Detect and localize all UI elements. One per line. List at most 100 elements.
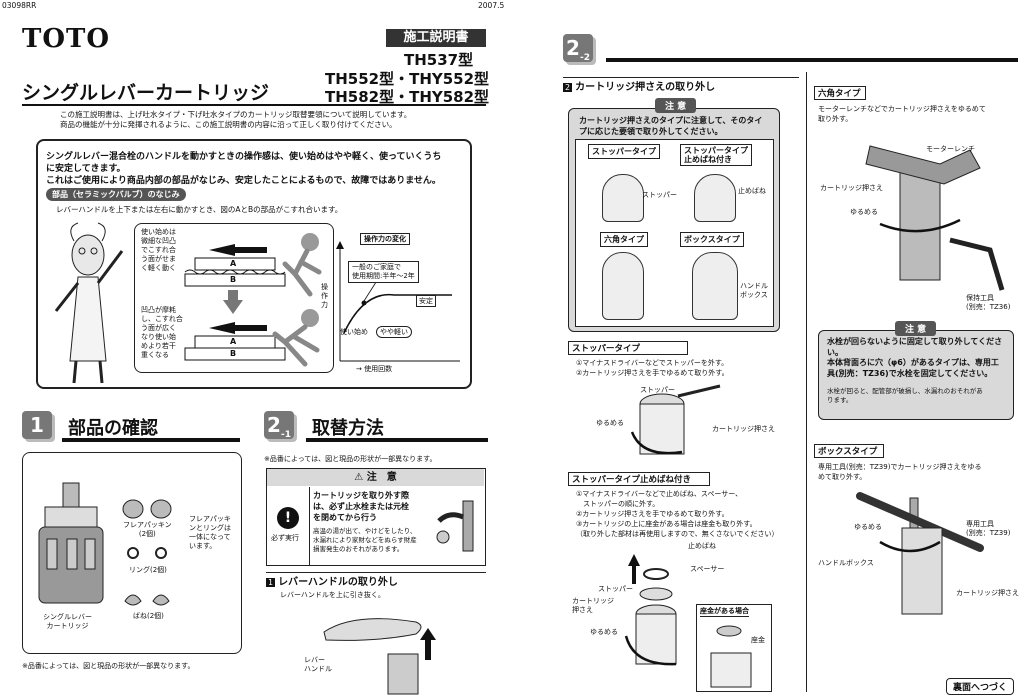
label-a-bottom: A xyxy=(230,337,237,346)
warning-triangle-icon: ⚠ xyxy=(354,472,364,483)
stopper-removal-illustration xyxy=(630,384,721,455)
washer-case-box: 座金がある場合 座金 xyxy=(696,604,772,692)
label-washer: 座金 xyxy=(751,636,765,644)
section-1-number: 1 xyxy=(22,411,52,439)
label-packing: フレアパッキン(2個) xyxy=(123,521,172,538)
faucet-valve-illustration xyxy=(436,500,474,552)
caution-sub: 高温の湯が出て、やけどをしたり、水漏れにより家財などをぬらす財産損害発生のおそれ… xyxy=(313,527,417,553)
box-section-tag: ボックスタイプ xyxy=(814,444,884,458)
stopper-spring-removal-illustration xyxy=(624,554,677,666)
stopper-spring-cartridge-illustration xyxy=(694,174,736,222)
lever-removal-illustration xyxy=(323,618,436,695)
stopper-spring-steps: ①マイナスドライバーなどで止めばね、スペーサー、 ストッパーの順に外す。 ②カー… xyxy=(576,490,779,538)
label-holder-4: カートリッジ押さえ xyxy=(956,589,1019,597)
chart-stable: 安定 xyxy=(416,295,436,307)
notice-line-3: これはご使用により商品内部の部品がなじみ、安定したことによるもので、故障ではあり… xyxy=(46,176,441,186)
section-1-rule xyxy=(62,438,240,442)
label-special-tool: 専用工具(別売：TZ39) xyxy=(966,520,1011,537)
fix-faucet-caution-box: 注 意 水栓が回らないように固定して取り外してください。本体背面ろに穴（φ6）が… xyxy=(818,321,1014,420)
label-loosen-3: ゆるめる xyxy=(850,208,878,216)
chart-home-note: 一般のご家庭で使用期間:半年〜2年 xyxy=(348,261,419,283)
professor-illustration xyxy=(54,222,124,384)
label-handle-box-2: ハンドルボックス xyxy=(818,559,874,567)
stopper-section-tag: ストッパータイプ xyxy=(568,341,688,355)
label-stop-spring: 止めばね xyxy=(738,187,766,195)
notice-badge: 部品（セラミックバルブ）のなじみ xyxy=(46,188,186,201)
cartridge-illustration xyxy=(38,482,104,604)
label-stop-spring-2: 止めばね xyxy=(688,542,716,550)
must-do-label: 必ず実行 xyxy=(271,534,299,542)
section-2-1-title: 取替方法 xyxy=(312,418,384,439)
cap-bottom: 凹凸が摩耗し、こすれ合う面が広くなり使い始めより若干重くなる xyxy=(141,306,183,359)
label-spring: ばね(2個) xyxy=(133,612,164,620)
label-b-top: B xyxy=(230,275,237,284)
washer-case-title: 座金がある場合 xyxy=(700,607,749,617)
label-holding-tool: 保持工具(別売：TZ36) xyxy=(966,294,1011,311)
stopper-spring-section-tag: ストッパータイプ止めばね付き xyxy=(568,472,710,486)
fix-faucet-caution-text: 水栓が回らないように固定して取り外してください。本体背面ろに穴（φ6）があるタイ… xyxy=(827,337,1003,378)
chart-title: 操作力の変化 xyxy=(360,233,410,245)
label-loosen-4: ゆるめる xyxy=(854,523,882,531)
brand-logo: TOTO xyxy=(22,24,110,54)
label-loosen-1: ゆるめる xyxy=(596,419,624,427)
label-holder-2: カートリッジ押さえ xyxy=(572,597,614,614)
parts-box: シングルレバーカートリッジ フレアパッキン(2個) リング(2個) ばね(2個)… xyxy=(22,452,242,654)
product-title: シングルレバーカートリッジ xyxy=(22,82,270,104)
assembly-note: フレアパッキンとリングは一体になっています。 xyxy=(189,515,231,550)
holder-types-box: 注 意 カートリッジ押さえのタイプに注意して、そのタイプに応じた要領で取り外して… xyxy=(568,98,780,332)
notice-box: シングルレバー混合栓のハンドルを動かすときの操作感は、使い始めはやや軽く、使って… xyxy=(36,139,472,389)
hex-section-tag: 六角タイプ xyxy=(814,86,866,100)
chart-ylabel: 操作力 xyxy=(321,283,328,309)
model-2: TH552型・THY552型 xyxy=(325,70,490,88)
label-holder-3: カートリッジ押さえ xyxy=(820,184,883,192)
column-divider xyxy=(806,72,807,692)
model-1: TH537型 xyxy=(404,51,474,69)
label-spacer: スペーサー xyxy=(690,565,725,573)
doc-code: 03098RR xyxy=(2,1,37,10)
notice-line-2: に安定してきます。 xyxy=(46,164,126,174)
label-a-top: A xyxy=(230,259,237,268)
holder-types-grid: ストッパータイプ ストッパータイプ止めばね付き ストッパー 止めばね 六角タイプ… xyxy=(575,139,774,327)
caution-pill-2: 注 意 xyxy=(895,321,937,336)
label-b-bottom: B xyxy=(230,349,237,358)
label-lever-handle: レバーハンドル xyxy=(304,656,332,673)
step-1-text: レバーハンドルを上に引き抜く。 xyxy=(280,591,385,599)
label-handle-box: ハンドルボックス xyxy=(740,282,768,299)
caution-pill: 注 意 xyxy=(655,98,697,113)
stopper-cartridge-illustration xyxy=(602,174,644,222)
section-2-2-rule xyxy=(606,58,1018,62)
fix-faucet-caution-sub: 水栓が回ると、配管部が破損し、水漏れのおそれがあります。 xyxy=(827,387,983,404)
hex-removal-illustration xyxy=(865,145,1005,291)
type-stopper-spring-tag: ストッパータイプ止めばね付き xyxy=(680,144,752,166)
hex-cartridge-illustration xyxy=(602,252,644,320)
doc-type-badge: 施工説明書 xyxy=(386,29,486,47)
box-section-text: 専用工具(別売：TZ39)でカートリッジ押さえをゆるめて取り外す。 xyxy=(818,463,982,481)
small-parts-illustration xyxy=(122,499,172,606)
type-hex-tag: 六角タイプ xyxy=(600,232,648,247)
holder-caution-text: カートリッジ押さえのタイプに注意して、そのタイプに応じた要領で取り外してください… xyxy=(579,116,763,136)
washer-illustration xyxy=(710,625,752,688)
label-cartridge: シングルレバーカートリッジ xyxy=(43,613,92,630)
section-1-title: 部品の確認 xyxy=(68,418,158,439)
label-stopper: ストッパー xyxy=(642,191,677,199)
section-2-1-rule xyxy=(306,438,488,442)
label-stopper-2: ストッパー xyxy=(640,386,675,394)
title-rule xyxy=(22,104,486,106)
caution-header: ⚠ 注 意 xyxy=(267,469,484,486)
label-stopper-3: ストッパー xyxy=(598,585,633,593)
label-ring: リング(2個) xyxy=(129,566,167,574)
section-1-footnote: ※品番によっては、図と現品の形状が一部異なります。 xyxy=(22,662,195,670)
notice-line-1: シングルレバー混合栓のハンドルを動かすときの操作感は、使い始めはやや軽く、使って… xyxy=(46,152,442,162)
force-chart xyxy=(336,241,460,362)
chart-start: 使い始め xyxy=(340,328,368,336)
intro-line-1: この施工説明書は、上げ吐水タイプ・下げ吐水タイプのカートリッジ取替要領について説… xyxy=(60,110,412,119)
section-2-1-note: ※品番によっては、図と現品の形状が一部異なります。 xyxy=(264,455,437,463)
must-do-icon: ! xyxy=(277,507,299,529)
chart-light: やや軽い xyxy=(376,326,412,338)
label-holder-1: カートリッジ押さえ xyxy=(712,425,775,433)
type-box-tag: ボックスタイプ xyxy=(680,232,744,247)
label-motor-wrench: モーターレンチ xyxy=(926,145,975,153)
continue-on-back-label: 裏面へつづく xyxy=(946,678,1015,695)
intro-line-2: 商品の機能が十分に発揮されるように、この施工説明書の内容に沿って正しく取り付けて… xyxy=(60,120,397,129)
